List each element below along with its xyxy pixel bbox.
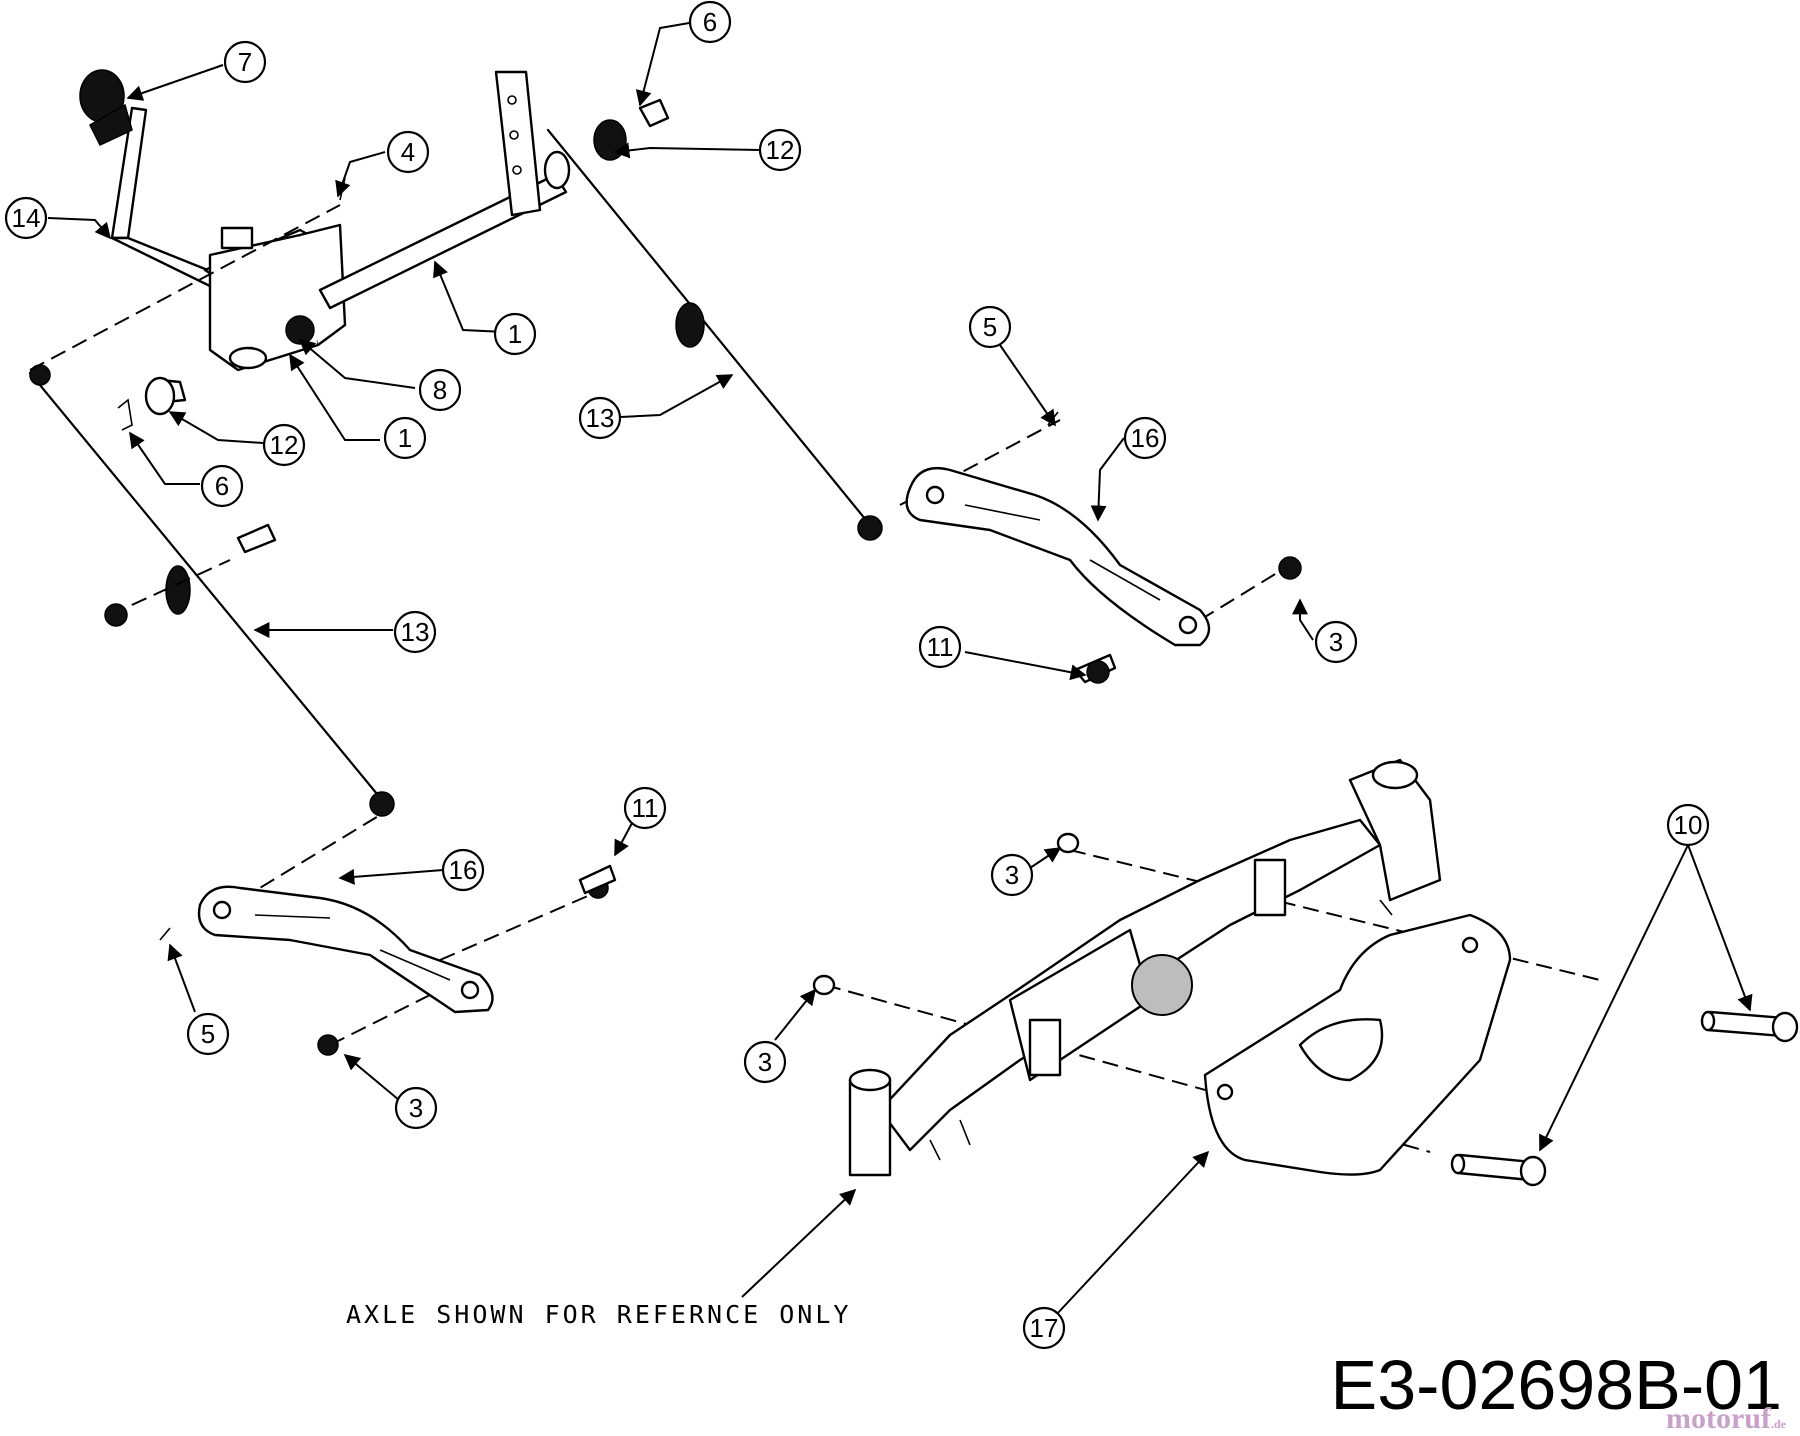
svg-text:1: 1 <box>508 319 522 349</box>
svg-text:3: 3 <box>1005 860 1019 890</box>
callout-3-axle-bottom: 3 <box>743 1040 787 1084</box>
callout-13-left: 13 <box>393 610 437 654</box>
axle-reference-note: AXLE SHOWN FOR REFERNCE ONLY <box>346 1300 852 1329</box>
callout-8: 8 <box>418 368 462 412</box>
callout-12-top: 12 <box>758 128 802 172</box>
svg-text:14: 14 <box>12 203 41 233</box>
link-rods <box>28 128 883 817</box>
callout-13-right: 13 <box>578 396 622 440</box>
callout-10: 10 <box>1666 803 1710 847</box>
watermark-name: motoruf <box>1666 1402 1771 1435</box>
svg-text:3: 3 <box>1329 627 1343 657</box>
svg-text:5: 5 <box>201 1019 215 1049</box>
callout-1-lower: 1 <box>383 416 427 460</box>
svg-text:17: 17 <box>1030 1313 1059 1343</box>
svg-text:6: 6 <box>215 471 229 501</box>
callout-1-upper: 1 <box>493 312 537 356</box>
callout-5-left: 5 <box>186 1012 230 1056</box>
svg-text:3: 3 <box>758 1047 772 1077</box>
watermark-suffix: .de <box>1771 1417 1786 1431</box>
lift-bracket <box>208 223 347 372</box>
svg-text:8: 8 <box>433 375 447 405</box>
svg-text:16: 16 <box>1131 423 1160 453</box>
callout-12-left: 12 <box>262 423 306 467</box>
svg-text:6: 6 <box>703 7 717 37</box>
clip-and-bushing <box>117 98 670 431</box>
svg-text:7: 7 <box>238 47 252 77</box>
watermark-logo: motoruf.de <box>1666 1402 1786 1436</box>
callout-5-right: 5 <box>968 305 1012 349</box>
svg-text:12: 12 <box>270 430 299 460</box>
callout-11-right: 11 <box>918 625 962 669</box>
svg-text:13: 13 <box>401 617 430 647</box>
svg-text:10: 10 <box>1674 810 1703 840</box>
callout-17: 17 <box>1022 1306 1066 1350</box>
callout-3-left: 3 <box>394 1086 438 1130</box>
axle <box>848 758 1442 1177</box>
callout-16-left: 16 <box>441 848 485 892</box>
callout-16-right: 16 <box>1123 416 1167 460</box>
svg-text:1: 1 <box>398 423 412 453</box>
svg-text:11: 11 <box>632 793 659 823</box>
lift-rod <box>318 173 568 310</box>
callout-7: 7 <box>223 40 267 84</box>
svg-text:4: 4 <box>401 137 415 167</box>
link-arm-left <box>197 885 494 1014</box>
svg-text:16: 16 <box>449 855 478 885</box>
drawing-code: E3-02698B-01 <box>1330 1346 1782 1424</box>
callout-6-top: 6 <box>688 0 732 44</box>
svg-text:11: 11 <box>927 632 954 662</box>
callout-3-right: 3 <box>1314 620 1358 664</box>
pins <box>1450 1010 1799 1187</box>
leader-lines <box>47 21 1753 1316</box>
axle-bracket-plate <box>1203 913 1512 1176</box>
callout-14: 14 <box>4 196 48 240</box>
callout-11-left: 11 <box>623 786 667 830</box>
callout-4: 4 <box>386 130 430 174</box>
callout-3-axle-top: 3 <box>990 853 1034 897</box>
svg-text:12: 12 <box>766 135 795 165</box>
svg-text:13: 13 <box>586 403 615 433</box>
pedal-plate <box>494 70 571 217</box>
svg-text:3: 3 <box>409 1093 423 1123</box>
svg-text:5: 5 <box>983 312 997 342</box>
link-arm-right <box>905 466 1211 647</box>
callout-6-left: 6 <box>200 464 244 508</box>
